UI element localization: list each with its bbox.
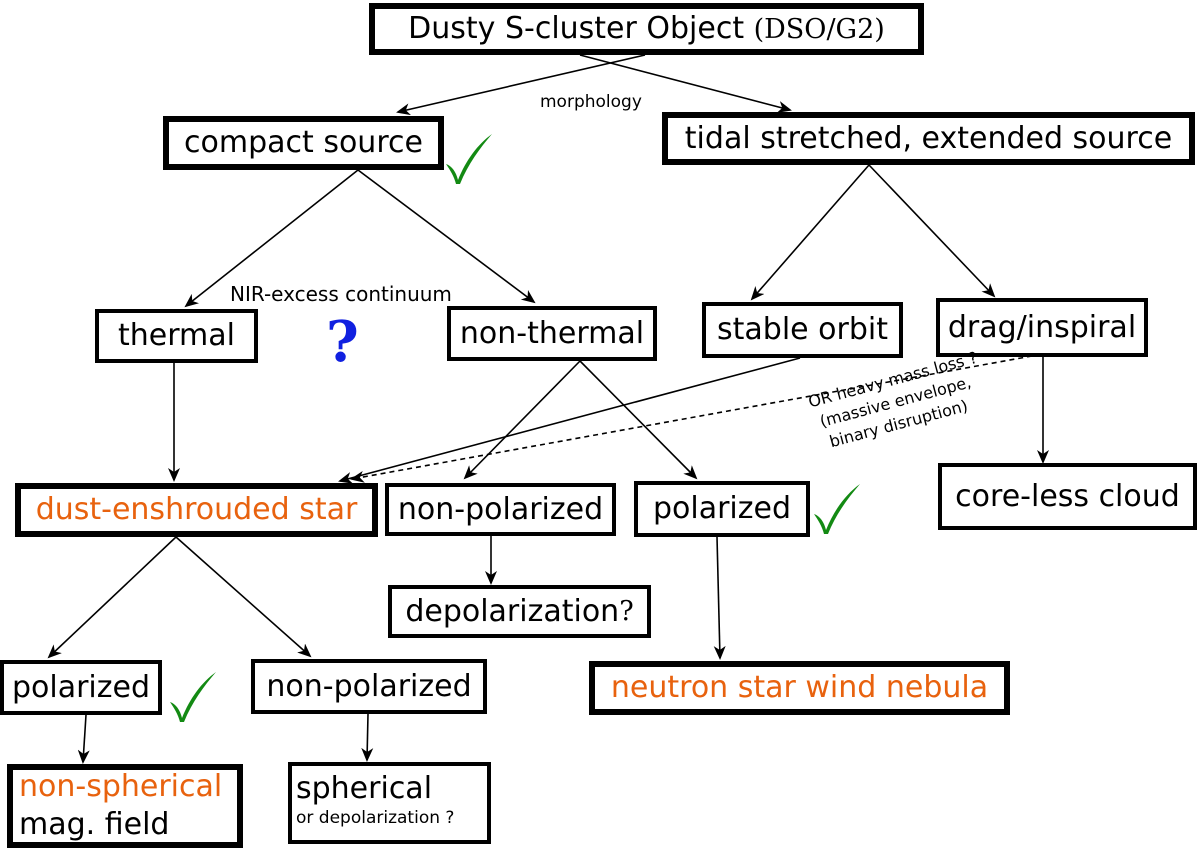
node-extended-source: tidal stretched, extended source [662, 112, 1195, 165]
node-root: Dusty S-cluster Object (DSO/G2) [369, 3, 924, 55]
node-polarized-mid: polarized [634, 481, 810, 537]
node-spherical: spherical or depolarization ? [288, 762, 491, 844]
edge-stable-orbit-to-dust-enshrouded-star [338, 357, 801, 484]
node-non-polarized-mid: non-polarized [385, 483, 616, 536]
edge-polarized-low-to-non-spherical [77, 714, 90, 764]
node-spherical-line2: or depolarization ? [296, 808, 455, 828]
node-polarized-low: polarized [0, 660, 162, 715]
node-thermal: thermal [95, 309, 258, 363]
node-depolarization-q: ? [619, 596, 634, 627]
edge-non-polarized-low-to-spherical [361, 713, 374, 762]
edge-non-thermal-to-polarized-mid [579, 360, 698, 480]
edge-dust-enshrouded-star-to-non-polarized-low [175, 536, 312, 658]
edge-drag-inspiral-to-dust-enshrouded-star [350, 355, 1033, 483]
edge-compact-source-to-non-thermal [357, 169, 536, 304]
edge-compact-source-to-thermal [184, 169, 359, 308]
check-icon [446, 134, 492, 184]
edge-dust-enshrouded-star-to-polarized-low [47, 536, 177, 659]
node-non-spherical: non-spherical mag. field [7, 764, 243, 848]
edge-extended-source-to-stable-orbit [750, 164, 870, 301]
node-stable-orbit: stable orbit [702, 302, 903, 358]
question-mark-icon: ? [326, 309, 359, 375]
node-core-less-cloud: core-less cloud [938, 463, 1197, 530]
node-root-label: Dusty S-cluster Object [408, 11, 754, 46]
node-non-spherical-line1: non-spherical [19, 769, 223, 804]
edge-extended-source-to-drag-inspiral [868, 164, 996, 298]
check-icon [170, 672, 216, 722]
edge-root-to-extended-source [579, 54, 792, 113]
node-dust-enshrouded-star: dust-enshrouded star [15, 483, 378, 537]
node-neutron-star-wind-nebula: neutron star wind nebula [589, 661, 1010, 715]
edge-polarized-mid-to-neutron-star-wind-nebula [713, 536, 726, 660]
edge-label-nir-excess: NIR-excess continuum [230, 282, 452, 306]
edge-label-morphology: morphology [540, 92, 642, 112]
edge-root-to-compact-source [396, 54, 646, 116]
node-compact-source: compact source [163, 116, 444, 170]
node-non-thermal: non-thermal [447, 306, 657, 361]
node-non-spherical-line2: mag. field [19, 807, 170, 842]
node-non-polarized-low: non-polarized [251, 659, 487, 714]
node-depolarization-label: depolarization [405, 593, 620, 629]
node-spherical-line1: spherical [296, 771, 433, 806]
node-drag-inspiral: drag/inspiral [936, 298, 1148, 357]
node-depolarization: depolarization? [388, 585, 651, 638]
node-root-suffix: (DSO/G2) [753, 13, 885, 45]
check-icon [814, 484, 860, 534]
edge-non-thermal-to-non-polarized-mid [463, 360, 581, 480]
